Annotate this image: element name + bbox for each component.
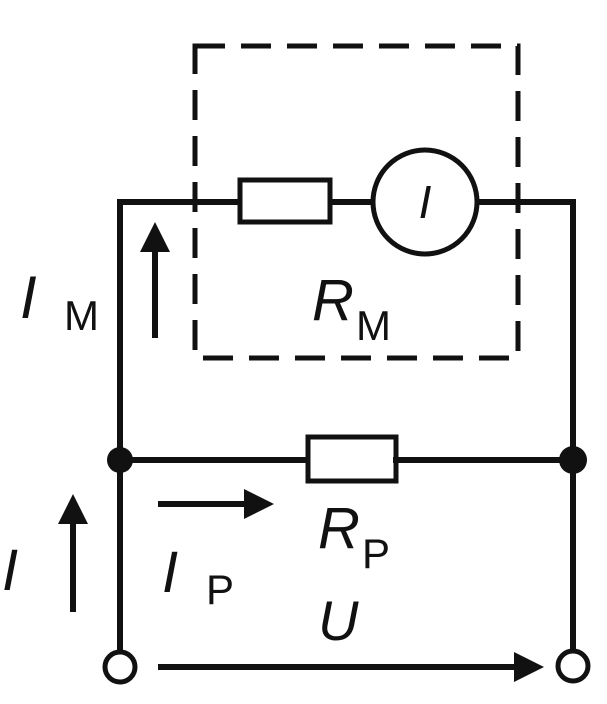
shunt-current-label: I bbox=[162, 540, 178, 605]
terminal-right bbox=[555, 648, 591, 684]
total-current-label: I bbox=[2, 538, 18, 603]
shunt-current-subscript: P bbox=[206, 566, 234, 613]
ammeter-symbol: I bbox=[419, 176, 432, 228]
meter-resistance-label: R bbox=[312, 268, 354, 333]
terminal-left bbox=[102, 649, 138, 685]
meter-current-subscript: M bbox=[64, 292, 99, 339]
meter-branch-wire bbox=[117, 199, 243, 463]
meter-resistance-subscript: M bbox=[356, 302, 391, 349]
meter-branch-wire-right bbox=[475, 199, 576, 463]
meter-current-label: I bbox=[20, 264, 37, 331]
ammeter-circle bbox=[370, 147, 480, 257]
shunt-resistance-label: R bbox=[318, 496, 360, 561]
meter-resistor bbox=[237, 177, 333, 225]
shunt-resistor bbox=[305, 434, 399, 484]
shunt-resistance-subscript: P bbox=[362, 530, 390, 577]
voltage-label: U bbox=[318, 589, 359, 652]
